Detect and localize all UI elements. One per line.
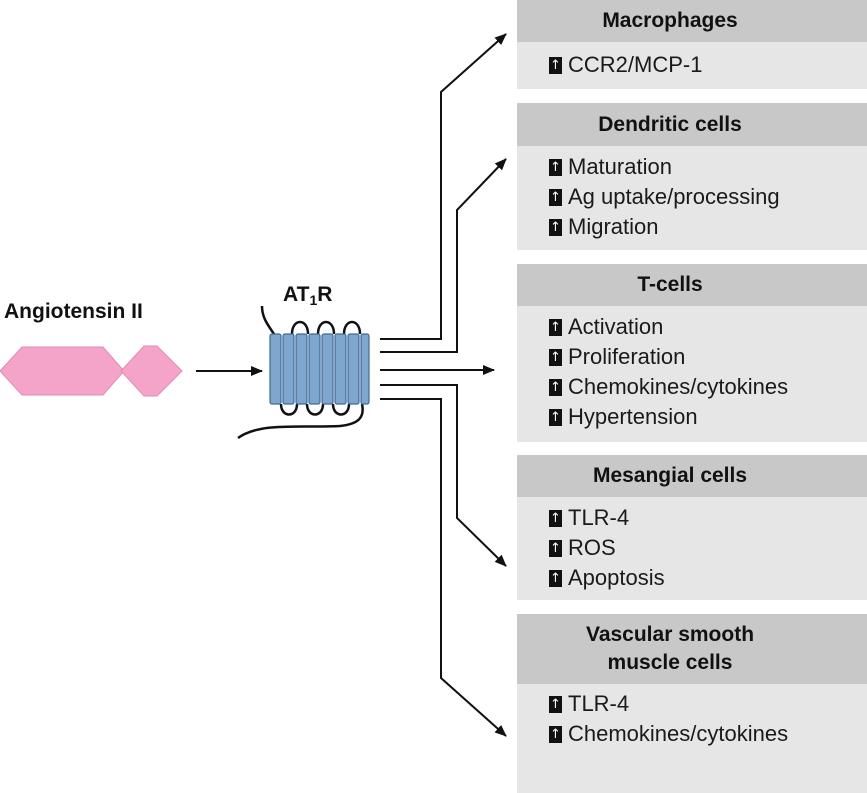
up-arrow-icon: ↑ <box>549 408 562 426</box>
angiotensin-hexagon-small <box>120 345 183 397</box>
box-items: ↑TLR-4 ↑ROS ↑Apoptosis <box>517 497 867 593</box>
up-arrow-icon: ↑ <box>549 569 562 587</box>
up-arrow-icon: ↑ <box>549 725 562 743</box>
arrow-to-dendritic <box>380 158 507 353</box>
list-item: ↑TLR-4 <box>549 505 630 530</box>
box-header: T-cells <box>517 264 867 306</box>
list-item: ↑ROS <box>549 535 616 560</box>
box-items: ↑TLR-4 ↑Chemokines/cytokines <box>517 684 867 749</box>
box-vascular-smooth-muscle-cells: Vascular smooth muscle cells ↑TLR-4 ↑Che… <box>517 614 867 793</box>
box-header: Macrophages <box>517 0 867 42</box>
list-item: ↑Chemokines/cytokines <box>549 374 789 399</box>
box-header: Vascular smooth muscle cells <box>517 614 867 684</box>
box-header: Mesangial cells <box>517 455 867 497</box>
list-item: ↑Maturation <box>549 154 672 179</box>
box-items: ↑Activation ↑Proliferation ↑Chemokines/c… <box>517 306 867 432</box>
list-item: ↑Activation <box>549 314 664 339</box>
up-arrow-icon: ↑ <box>549 158 562 176</box>
up-arrow-icon: ↑ <box>549 188 562 206</box>
angiotensin-label: Angiotensin II <box>4 300 143 323</box>
up-arrow-icon: ↑ <box>549 56 562 74</box>
list-item: ↑Ag uptake/processing <box>549 184 780 209</box>
receptor-helices <box>269 333 370 405</box>
up-arrow-icon: ↑ <box>549 378 562 396</box>
box-mesangial-cells: Mesangial cells ↑TLR-4 ↑ROS ↑Apoptosis <box>517 455 867 600</box>
list-item: ↑Hypertension <box>549 404 698 429</box>
list-item: ↑CCR2/MCP-1 <box>549 52 703 77</box>
list-item: ↑Chemokines/cytokines <box>549 721 789 746</box>
up-arrow-icon: ↑ <box>549 539 562 557</box>
up-arrow-icon: ↑ <box>549 318 562 336</box>
up-arrow-icon: ↑ <box>549 218 562 236</box>
box-header: Dendritic cells <box>517 103 867 146</box>
box-macrophages: Macrophages ↑CCR2/MCP-1 <box>517 0 867 89</box>
arrow-to-vsmc <box>380 398 507 737</box>
arrow-to-mesangial <box>380 384 507 567</box>
list-item: ↑Apoptosis <box>549 565 665 590</box>
angiotensin-hexagon-large <box>0 346 125 396</box>
up-arrow-icon: ↑ <box>549 695 562 713</box>
up-arrow-icon: ↑ <box>549 509 562 527</box>
receptor-label: AT1R <box>283 283 333 308</box>
output-arrows <box>380 33 507 737</box>
box-t-cells: T-cells ↑Activation ↑Proliferation ↑Chem… <box>517 264 867 442</box>
box-items: ↑Maturation ↑Ag uptake/processing ↑Migra… <box>517 146 867 242</box>
list-item: ↑Proliferation <box>549 344 686 369</box>
list-item: ↑TLR-4 <box>549 691 630 716</box>
up-arrow-icon: ↑ <box>549 348 562 366</box>
arrow-to-macrophages <box>380 33 507 340</box>
receptor-loops <box>237 305 364 440</box>
list-item: ↑Migration <box>549 214 659 239</box>
box-items: ↑CCR2/MCP-1 <box>517 42 867 80</box>
box-dendritic-cells: Dendritic cells ↑Maturation ↑Ag uptake/p… <box>517 103 867 250</box>
